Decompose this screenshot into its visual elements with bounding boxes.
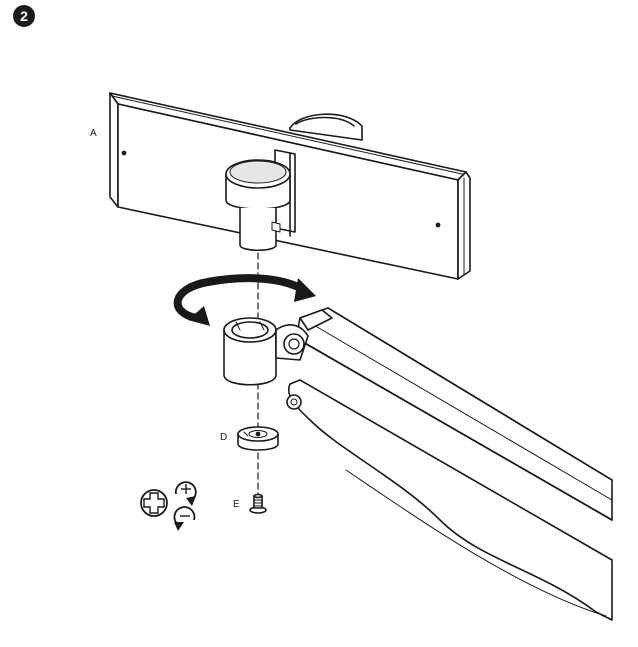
rotate-counterclockwise-icon bbox=[173, 506, 196, 531]
monitor-post bbox=[225, 159, 291, 252]
rotation-arrow bbox=[173, 274, 316, 326]
screw-part bbox=[249, 493, 267, 514]
rotate-clockwise-plus-icon bbox=[174, 481, 197, 506]
mount-disk bbox=[289, 113, 363, 141]
label-d: D bbox=[220, 432, 228, 443]
arm-collar bbox=[223, 309, 333, 386]
monitor-arm bbox=[286, 307, 613, 621]
washer-part bbox=[237, 426, 279, 451]
label-e: E bbox=[233, 499, 240, 510]
plus-screw-icon bbox=[140, 489, 168, 517]
label-a: A bbox=[90, 128, 97, 139]
step-number-badge: 2 bbox=[13, 5, 35, 27]
